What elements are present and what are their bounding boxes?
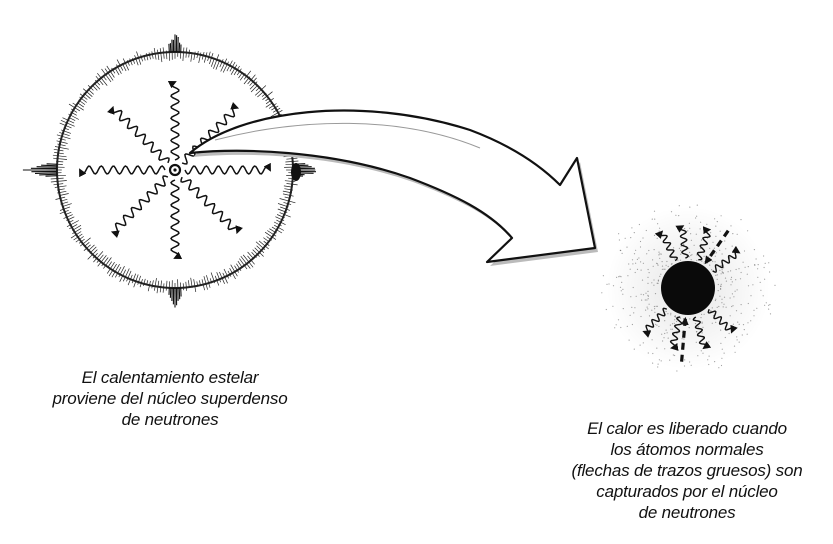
wavy-arrow-icon	[110, 175, 169, 238]
wavy-arrow-icon	[675, 225, 689, 259]
caption-line: El calor es liberado cuando	[587, 419, 787, 438]
wavy-arrow-icon	[642, 307, 668, 338]
wavy-arrow-icon	[181, 102, 240, 165]
star-illustration	[22, 34, 317, 308]
caption-line: capturados por el núcleo	[596, 482, 778, 501]
wavy-arrow-icon	[79, 165, 166, 178]
curved-arrow-body	[188, 109, 597, 264]
star-heating-caption: El calentamiento estelar proviene del nú…	[20, 367, 320, 430]
curved-arrow-icon	[188, 109, 598, 267]
wavy-arrow-icon	[654, 230, 678, 262]
wavy-arrow-icon	[184, 162, 271, 175]
caption-line: (flechas de trazos gruesos) son	[571, 461, 803, 480]
black-sphere-icon	[661, 261, 715, 315]
caption-line: El calentamiento estelar	[81, 368, 259, 387]
dashed-capture-arrow-icon	[704, 229, 730, 265]
wavy-arrow-icon	[180, 176, 243, 235]
wavy-arrow-icon	[707, 308, 738, 334]
wavy-arrow-icon	[712, 245, 741, 273]
capture-arrows	[642, 225, 741, 362]
wavy-arrow-icon	[107, 105, 170, 164]
caption-line: proviene del núcleo superdenso	[52, 389, 288, 408]
caption-line: los átomos normales	[610, 440, 764, 459]
radiating-wavy-arrows	[79, 80, 271, 260]
caption-line: de neutrones	[121, 410, 219, 429]
neutron-core-capture-illustration	[601, 204, 776, 372]
capture-heat-caption: El calor es liberado cuando los átomos n…	[537, 418, 833, 523]
wavy-arrow-icon	[692, 316, 712, 350]
caption-line: de neutrones	[638, 503, 736, 522]
wavy-arrow-icon	[696, 226, 712, 261]
wavy-arrow-icon	[167, 80, 180, 161]
wavy-arrow-icon	[170, 179, 183, 260]
